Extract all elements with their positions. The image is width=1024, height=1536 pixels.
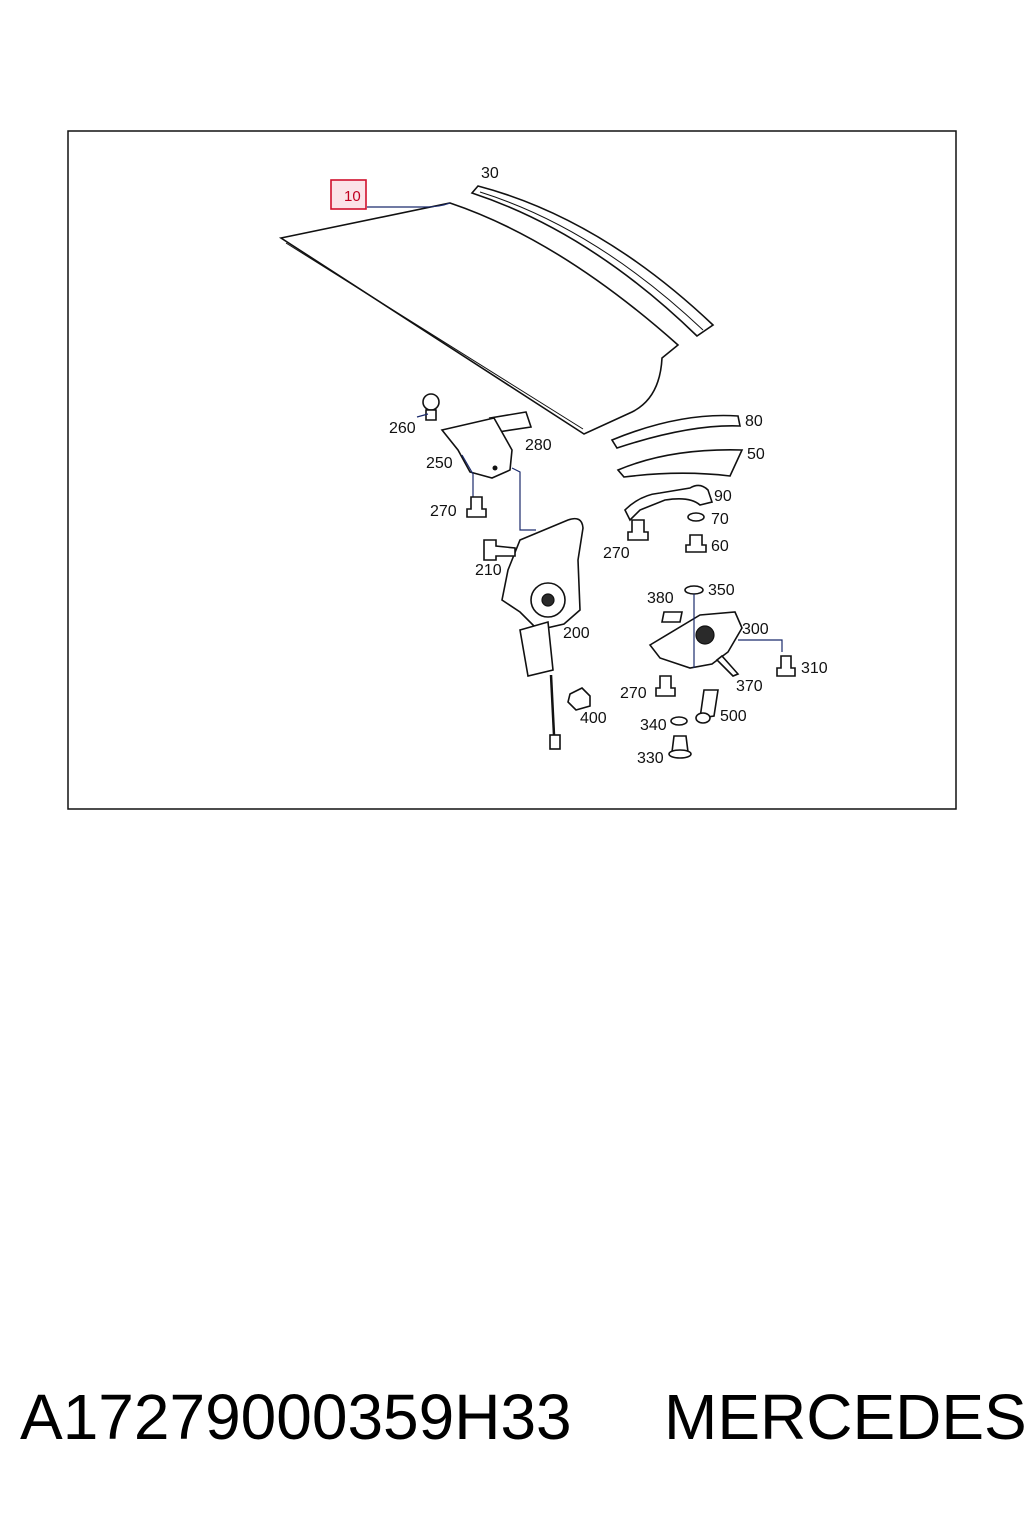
callout-60: 60 [711, 538, 729, 555]
sleeve-cap-500 [695, 712, 711, 724]
callout-30: 30 [481, 165, 499, 182]
sleeve-part-500 [699, 689, 719, 719]
callout-250: 250 [426, 455, 453, 472]
callout-leader-motor [511, 467, 536, 531]
seal-strip-part-30 [470, 185, 715, 338]
washer-part-70 [687, 512, 705, 522]
callout-270-b: 270 [430, 503, 457, 520]
callout-90: 90 [714, 488, 732, 505]
callout-210: 210 [475, 562, 502, 579]
callout-280: 280 [525, 437, 552, 454]
brand-name: MERCEDES [664, 1381, 1024, 1453]
callout-380: 380 [647, 590, 674, 607]
callout-310: 310 [801, 660, 828, 677]
footer: A17279000359H33 MERCEDES [0, 1380, 1024, 1470]
callout-330: 330 [637, 750, 664, 767]
bolt-part-270-c [655, 675, 676, 697]
callout-370: 370 [736, 678, 763, 695]
bracket-part-90 [624, 484, 714, 522]
callout-10: 10 [344, 188, 361, 205]
callout-300: 300 [742, 621, 769, 638]
bolt-part-310 [776, 655, 796, 677]
regulator-gear-center-200 [541, 593, 555, 607]
screw-shank-260 [425, 409, 437, 421]
callout-leader-260 [416, 413, 429, 418]
regulator-connector-200 [549, 734, 561, 750]
regulator-cable-200 [549, 674, 556, 736]
callout-270-c: 270 [620, 685, 647, 702]
callout-400: 400 [580, 710, 607, 727]
diagram-frame [67, 130, 957, 810]
callout-350: 350 [708, 582, 735, 599]
callout-260: 260 [389, 420, 416, 437]
seal-strip-part-80 [610, 414, 741, 449]
callout-200: 200 [563, 625, 590, 642]
lock-gear-300 [695, 625, 715, 645]
washer-part-350 [684, 585, 704, 595]
regulator-motor-body-200 [519, 620, 554, 677]
callout-80: 80 [745, 413, 763, 430]
callout-50: 50 [747, 446, 765, 463]
part-number: A17279000359H33 [20, 1381, 572, 1453]
callout-340: 340 [640, 717, 667, 734]
clip-part-380 [661, 611, 683, 623]
window-glass-part [278, 202, 680, 435]
callout-leader-300 [738, 639, 783, 652]
lock-part-300 [648, 611, 743, 669]
washer-part-340 [670, 716, 688, 726]
clip-part-370 [715, 654, 740, 677]
callout-leader-10 [367, 202, 451, 208]
callout-270-a: 270 [603, 545, 630, 562]
callout-70: 70 [711, 511, 729, 528]
bolt-part-210 [483, 539, 516, 561]
clip-part-400 [567, 687, 591, 711]
highlight-box-10[interactable] [330, 179, 367, 210]
bushing-base-330 [668, 749, 692, 759]
callout-leader-250 [461, 454, 474, 500]
screw-part-260 [422, 393, 440, 411]
bracket-hole-250 [492, 465, 498, 471]
window-glass-inner-edge [285, 242, 584, 430]
bolt-part-270-b [466, 496, 487, 518]
guide-rail-part-50 [616, 449, 744, 478]
callout-500: 500 [720, 708, 747, 725]
bracket-part-250 [440, 417, 513, 479]
seal-strip-inner-line [479, 191, 704, 331]
bolt-part-270-a [627, 519, 649, 541]
bolt-part-60 [685, 534, 707, 553]
